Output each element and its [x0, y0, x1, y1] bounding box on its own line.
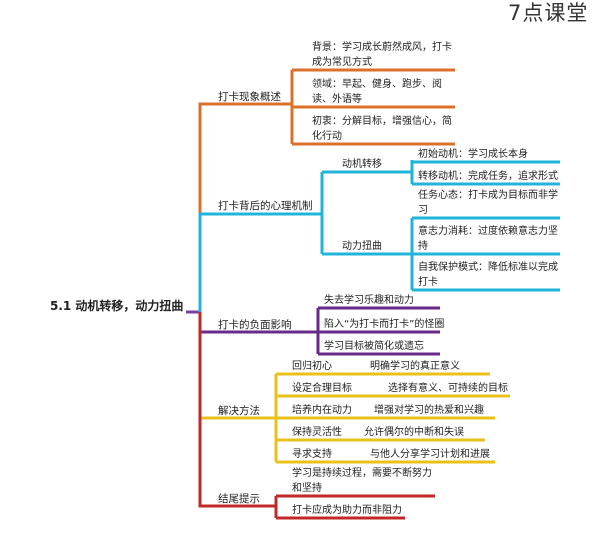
solution-desc-2: 选择有意义、可持续的目标 — [388, 383, 508, 394]
solution-name-1: 回归初心 — [292, 361, 332, 372]
solution-name-5: 寻求支持 — [292, 449, 332, 460]
mechanism-sub-force-distortion: 动力扭曲 — [342, 241, 382, 252]
branch-phenomenon: 打卡现象概述 — [218, 91, 281, 103]
mechanism-sub-motive-shift: 动机转移 — [342, 159, 382, 170]
sub2-leaf-3: 自我保护模式：降低标准以完成打卡 — [418, 262, 558, 288]
negative-leaf-1: 失去学习乐趣和动力 — [324, 295, 414, 306]
root-topic: 5.1 动机转移，动力扭曲 — [50, 299, 184, 313]
solution-desc-4: 允许偶尔的中断和失误 — [364, 427, 464, 438]
solution-name-2: 设定合理目标 — [292, 383, 352, 394]
phenomenon-leaf-1: 背景：学习成长蔚然成风，打卡成为常见方式 — [312, 42, 452, 68]
sub1-leaf-2: 转移动机：完成任务，追求形式 — [418, 171, 558, 182]
branch-negative: 打卡的负面影响 — [218, 319, 292, 331]
watermark: 7点课堂 — [508, 1, 589, 25]
solution-desc-3: 增强对学习的热爱和兴趣 — [374, 405, 484, 416]
trunk-mechanism — [198, 212, 322, 312]
phenomenon-leaf-2: 领域：早起、健身、跑步、阅读、外语等 — [312, 79, 442, 105]
sub1-leaf-1: 初始动机：学习成长本身 — [418, 149, 528, 160]
branch-solution: 解决方法 — [218, 405, 260, 417]
phenomenon-leaf-3: 初衷：分解目标，增强信心，简化行动 — [312, 116, 452, 142]
trunk-ending — [198, 312, 276, 508]
ending-leaf-2: 打卡应成为助力而非阻力 — [292, 505, 402, 516]
branch-mechanism: 打卡背后的心理机制 — [218, 200, 313, 212]
ending-leaf-1: 学习是持续过程，需要不断努力和坚持 — [292, 468, 432, 494]
negative-leaf-3: 学习目标被简化或遗忘 — [324, 341, 424, 352]
solution-desc-5: 与他人分享学习计划和进展 — [370, 449, 490, 460]
solution-name-3: 培养内在动力 — [292, 405, 352, 416]
solution-name-4: 保持灵活性 — [292, 427, 342, 438]
sub2-leaf-1: 任务心态：打卡成为目标而非学习 — [418, 190, 558, 216]
negative-leaf-2: 陷入“为打卡而打卡”的怪圈 — [324, 319, 445, 330]
sub2-leaf-2: 意志力消耗：过度依赖意志力坚持 — [418, 226, 558, 252]
branch-ending: 结尾提示 — [218, 493, 260, 505]
solution-desc-1: 明确学习的真正意义 — [370, 361, 460, 372]
